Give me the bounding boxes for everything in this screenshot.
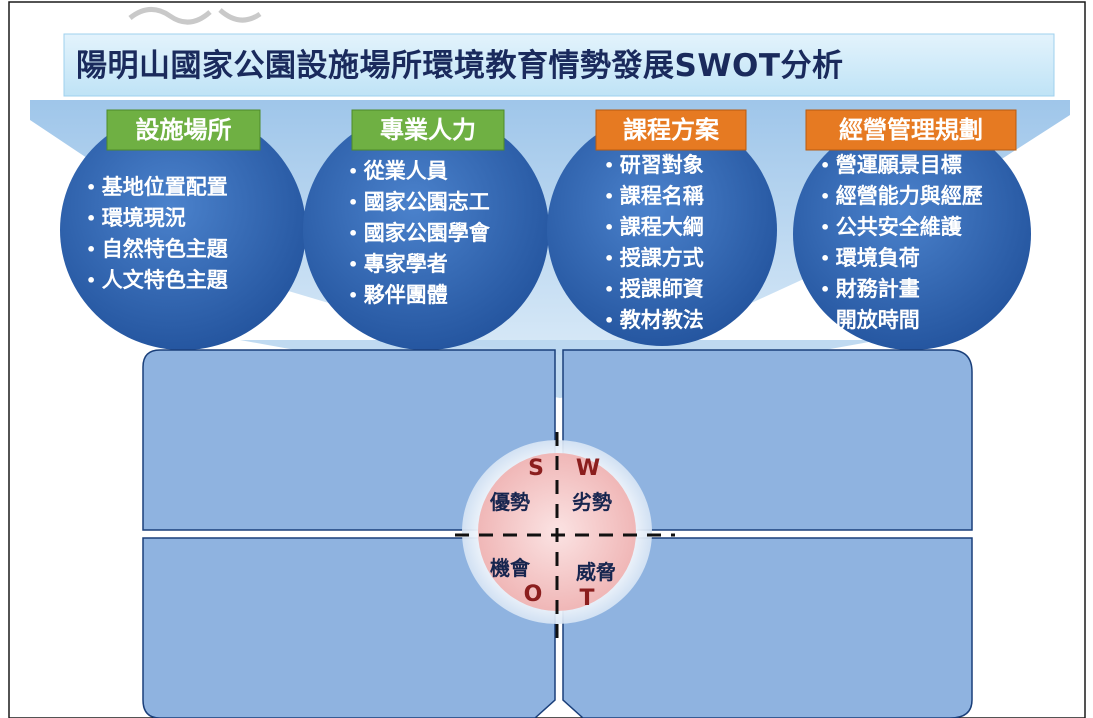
label-box-management [805, 109, 1017, 151]
swot-letter-w: W [575, 456, 601, 481]
panel-threats [562, 537, 973, 718]
list-item: 自然特色主題 [86, 234, 228, 265]
list-item: 教材教法 [604, 305, 704, 336]
bullet-list-facility: 基地位置配置 環境現況 自然特色主題 人文特色主題 [86, 172, 228, 296]
swot-letter-s: S [528, 456, 544, 481]
swot-word-threats: 威脅 [576, 560, 616, 584]
list-item: 營運願景目標 [820, 150, 983, 181]
watermark-logo [128, 7, 262, 25]
category-label-facility: 設施場所 [135, 116, 232, 144]
list-item: 國家公園學會 [348, 218, 490, 249]
list-item: 國家公園志工 [348, 187, 490, 218]
list-item: 開放時間 [820, 305, 983, 336]
bullet-list-staff: 從業人員 國家公園志工 國家公園學會 專家學者 夥伴團體 [348, 156, 490, 311]
label-box-staff [351, 109, 505, 151]
panel-weaknesses [562, 349, 973, 531]
list-item: 財務計畫 [820, 274, 983, 305]
panel-opportunities [142, 537, 556, 718]
list-item: 環境負荷 [820, 243, 983, 274]
list-item: 環境現況 [86, 203, 228, 234]
list-item: 人文特色主題 [86, 265, 228, 296]
swot-letter-o: O [523, 582, 543, 607]
label-box-facility [106, 109, 261, 151]
swot-letter-t: T [579, 586, 595, 611]
swot-word-opportunities: 機會 [490, 556, 530, 580]
list-item: 從業人員 [348, 156, 490, 187]
swot-word-strengths: 優勢 [490, 490, 530, 514]
list-item: 授課師資 [604, 274, 704, 305]
panel-strengths [142, 349, 556, 531]
list-item: 授課方式 [604, 243, 704, 274]
list-item: 經營能力與經歷 [820, 181, 983, 212]
swot-word-weaknesses: 劣勢 [572, 490, 612, 514]
bullet-list-management: 營運願景目標 經營能力與經歷 公共安全維護 環境負荷 財務計畫 開放時間 [820, 150, 983, 336]
list-item: 專家學者 [348, 249, 490, 280]
list-item: 課程名稱 [604, 181, 704, 212]
page-title: 陽明山國家公園設施場所環境教育情勢發展SWOT分析 [76, 48, 844, 84]
list-item: 公共安全維護 [820, 212, 983, 243]
list-item: 夥伴團體 [348, 280, 490, 311]
title-banner [63, 33, 1055, 97]
list-item: 課程大綱 [604, 212, 704, 243]
category-label-management: 經營管理規劃 [839, 116, 983, 144]
category-label-course: 課程方案 [623, 116, 719, 144]
bullet-list-course: 研習對象 課程名稱 課程大綱 授課方式 授課師資 教材教法 [604, 150, 704, 336]
category-label-staff: 專業人力 [380, 116, 476, 144]
list-item: 基地位置配置 [86, 172, 228, 203]
list-item: 研習對象 [604, 150, 704, 181]
